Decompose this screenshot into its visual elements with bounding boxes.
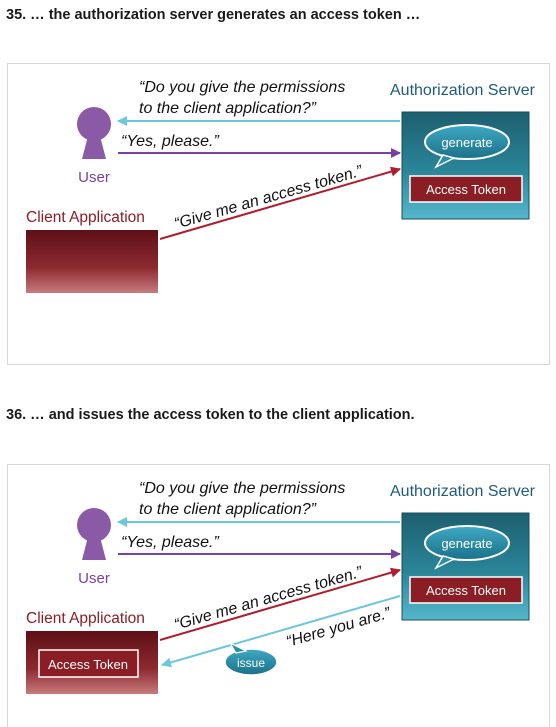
user-label: User [78, 570, 110, 587]
question-line-1: “Do you give the permissions [139, 480, 345, 497]
arrow-token-response [161, 595, 401, 668]
client-application-box [26, 230, 158, 293]
generate-bubble: generate [424, 124, 510, 169]
user-icon [77, 107, 111, 159]
question-line-2: to the client application?” [139, 501, 317, 518]
server-title: Authorization Server [390, 483, 536, 500]
arrow-token-request [159, 567, 401, 641]
step-35-heading: 35. … the authorization server generates… [6, 7, 421, 23]
arrow-token-request [159, 166, 401, 240]
yes-text: “Yes, please.” [121, 133, 220, 150]
diagram-step-35: Authorization Server generate Access Tok… [26, 79, 536, 293]
request-text: “Give me an access token.” [172, 163, 365, 233]
server-access-token-label: Access Token [426, 182, 506, 197]
issue-bubble: issue [224, 641, 278, 676]
issue-label: issue [237, 656, 265, 670]
question-line-1: “Do you give the permissions [139, 79, 345, 96]
client-label: Client Application [26, 209, 145, 226]
question-line-2: to the client application?” [139, 100, 317, 117]
server-title: Authorization Server [390, 82, 536, 99]
slide-step-36: Authorization Server generate Access Tok… [7, 464, 550, 727]
slide-step-35: Authorization Server generate Access Tok… [7, 63, 550, 365]
user-icon [77, 508, 111, 560]
server-access-token-label: Access Token [426, 583, 506, 598]
generate-bubble: generate [424, 525, 510, 570]
server-access-token [409, 576, 523, 604]
client-label: Client Application [26, 610, 145, 627]
generate-label: generate [441, 536, 492, 551]
response-text: “Here you are.” [284, 605, 393, 651]
generate-label: generate [441, 135, 492, 150]
server-access-token [409, 175, 523, 203]
yes-text: “Yes, please.” [121, 534, 220, 551]
client-access-token [38, 649, 139, 678]
user-label: User [78, 169, 110, 186]
diagram-step-36: Authorization Server generate Access Tok… [26, 480, 536, 694]
step-36-heading: 36. … and issues the access token to the… [6, 407, 415, 423]
client-access-token-label: Access Token [48, 657, 128, 672]
